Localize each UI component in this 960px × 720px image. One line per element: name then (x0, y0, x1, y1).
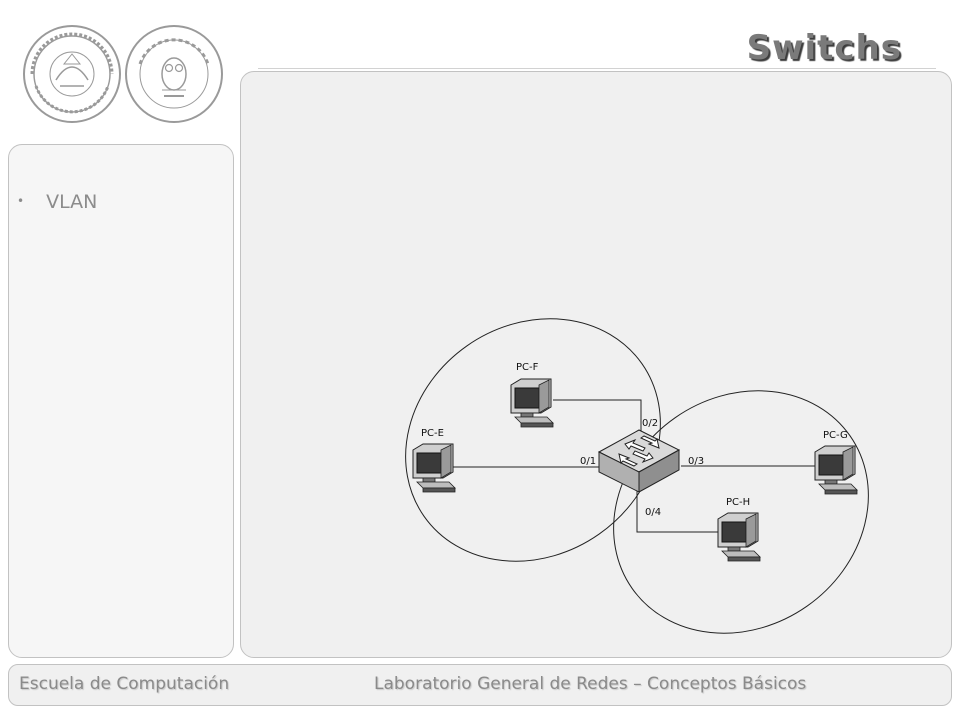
vlan-network-diagram: PC-E PC-F PC-G PC-H 0/1 0/2 0/3 0/4 (405, 318, 869, 634)
port-label: 0/1 (580, 456, 596, 467)
title-divider (258, 68, 936, 69)
slide-title: Switchs (746, 28, 902, 68)
pc-f-label: PC-F (516, 362, 539, 373)
faculty-seal-logo (125, 25, 223, 123)
vlan-group-ellipse (613, 390, 869, 634)
pc-e-label: PC-E (421, 428, 444, 439)
network-links (452, 399, 815, 533)
university-seal-logo (23, 25, 121, 123)
pc-h-label: PC-H (726, 497, 750, 508)
footer-school-text: Escuela de Computación (19, 674, 230, 694)
port-label: 0/2 (642, 418, 658, 429)
footer-course-text: Laboratorio General de Redes – Conceptos… (374, 674, 807, 694)
bullet-label: VLAN (46, 191, 98, 213)
port-label: 0/3 (688, 456, 704, 467)
pc-f-computer-icon (510, 378, 554, 428)
pc-h-computer-icon (717, 512, 761, 562)
bullet-dot-icon: • (17, 194, 25, 208)
bullet-item: • VLAN (17, 191, 97, 213)
pc-g-computer-icon (814, 445, 858, 495)
port-label: 0/4 (645, 507, 661, 518)
pc-g-label: PC-G (823, 430, 848, 441)
vlan-group-ellipse (405, 318, 661, 562)
left-content-panel: • VLAN (8, 144, 234, 658)
network-switch-icon (597, 429, 681, 493)
university-logos (22, 24, 228, 128)
main-content-panel: PC-E PC-F PC-G PC-H 0/1 0/2 0/3 0/4 (240, 71, 952, 658)
pc-e-computer-icon (412, 443, 456, 493)
footer-bar: Escuela de Computación Laboratorio Gener… (8, 664, 952, 706)
